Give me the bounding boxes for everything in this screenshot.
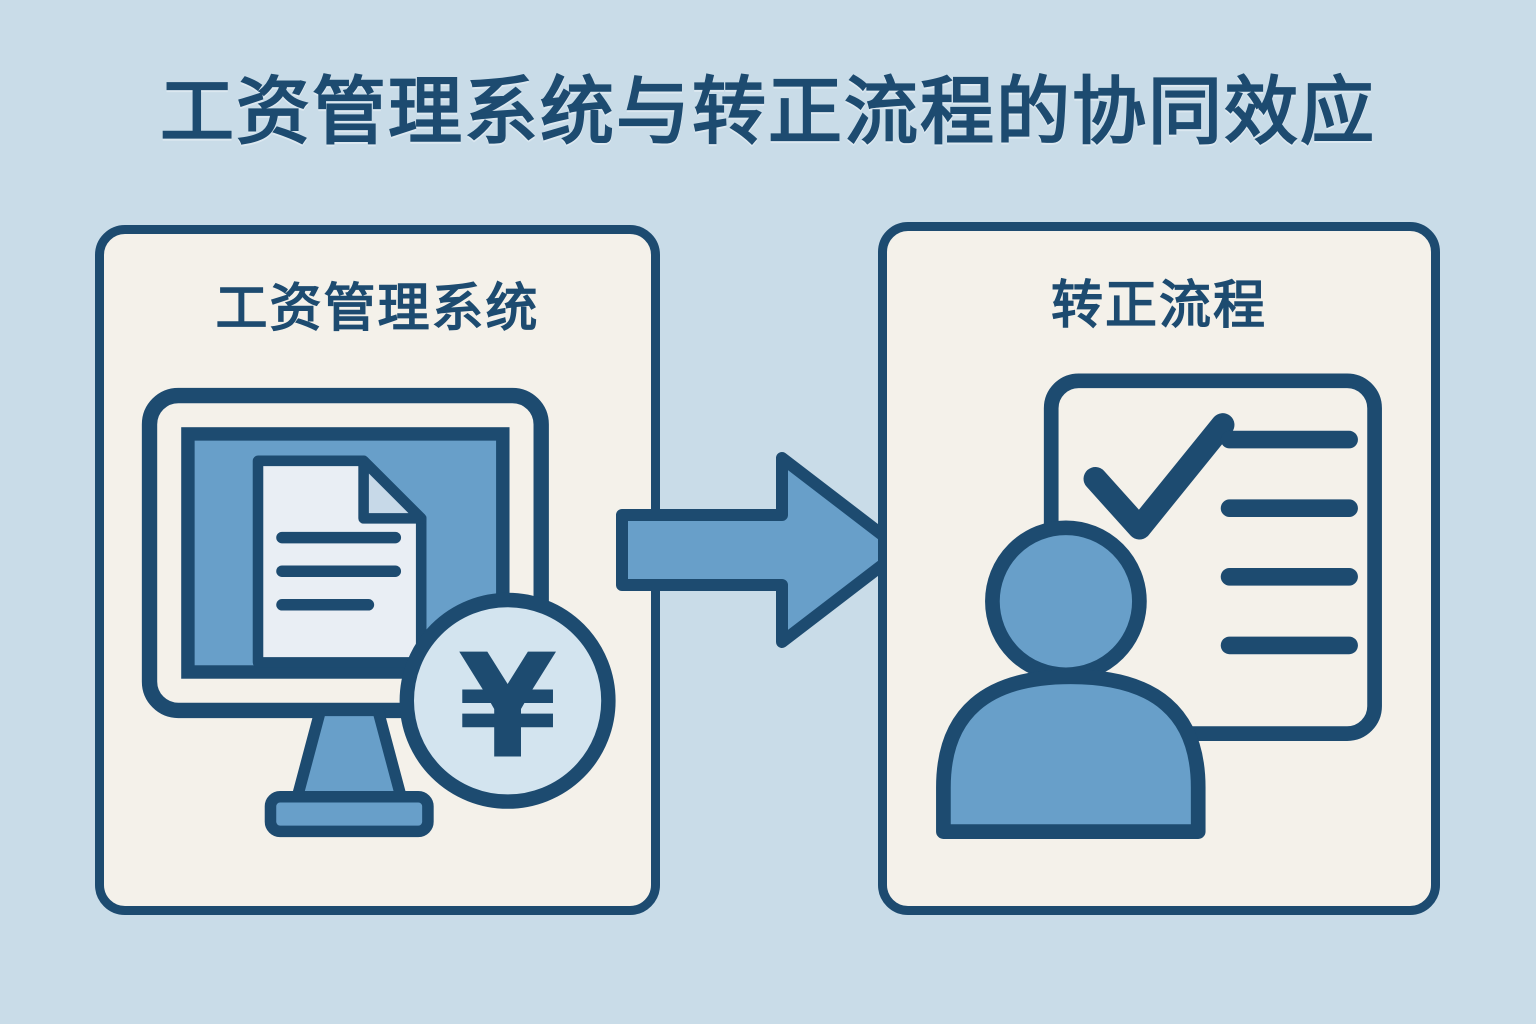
- check-mark-icon: [1083, 413, 1235, 540]
- yuan-coin-icon: ¥: [399, 592, 616, 809]
- payroll-card-title: 工资管理系统: [215, 279, 540, 339]
- regularization-card-title: 转正流程: [1050, 276, 1267, 336]
- payroll-icon-group: ¥: [138, 384, 618, 845]
- person-checklist-icon: [936, 373, 1382, 839]
- payroll-system-card: 工资管理系统: [95, 225, 660, 915]
- document-icon: [252, 455, 426, 668]
- person-icon: [936, 520, 1206, 839]
- regularization-card: 转正流程: [878, 222, 1440, 915]
- right-arrow-icon: [616, 452, 908, 648]
- yuan-symbol: ¥: [457, 623, 557, 791]
- monitor-document-yuan-icon: ¥: [141, 387, 616, 838]
- regularization-icon-group: [914, 371, 1404, 841]
- flow-arrow: [612, 440, 912, 660]
- page-title: 工资管理系统与转正流程的协同效应: [160, 69, 1376, 155]
